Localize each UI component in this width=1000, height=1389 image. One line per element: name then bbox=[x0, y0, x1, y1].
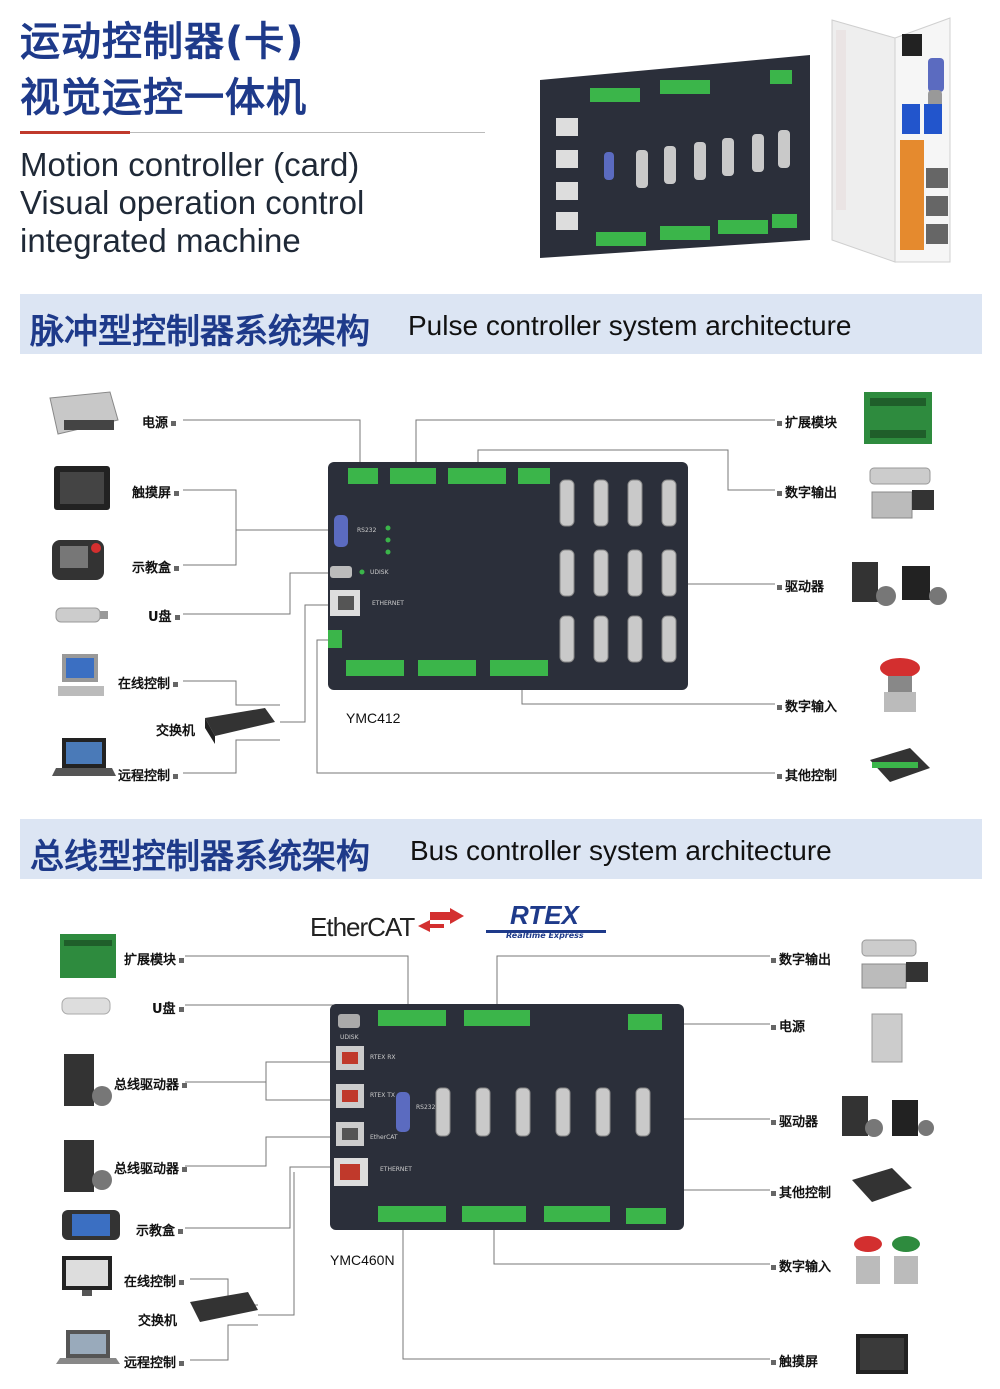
title-cn-line1: 运动控制器(卡) bbox=[20, 19, 305, 65]
pulse-label-teach-pendant: 示教盒 bbox=[132, 557, 182, 576]
bus-model-label: YMC460N bbox=[330, 1252, 395, 1268]
bus-power-icon bbox=[871, 1013, 903, 1063]
title-en-line2: Visual operation control bbox=[20, 184, 365, 221]
bus-label-power: 电源 bbox=[768, 1016, 805, 1035]
bus-touchscreen-icon bbox=[856, 1334, 908, 1374]
bus-other-control-icon bbox=[852, 1168, 912, 1202]
bus-ethercat-driver-icon bbox=[64, 1140, 112, 1192]
bus-digital-input-icon bbox=[854, 1236, 920, 1284]
header-product-images bbox=[540, 17, 951, 263]
title-en-line1: Motion controller (card) bbox=[20, 146, 360, 183]
bus-label-teach-pendant: 示教盒 bbox=[136, 1220, 186, 1239]
digital-output-icon bbox=[869, 467, 934, 519]
bus-label-usb: U盘 bbox=[152, 998, 187, 1017]
usb-drive-icon bbox=[55, 607, 108, 623]
pulse-model-label: YMC412 bbox=[346, 710, 401, 726]
pulse-label-expansion: 扩展模块 bbox=[774, 412, 837, 431]
power-supply-icon bbox=[49, 391, 119, 435]
bus-rtex-driver-icon bbox=[64, 1054, 112, 1106]
desktop-computer-icon bbox=[58, 654, 104, 696]
pulse-left-icons bbox=[49, 391, 275, 776]
bus-laptop-icon bbox=[56, 1330, 120, 1364]
rtex-logo-subtitle: Realtime Express bbox=[506, 931, 584, 940]
other-control-icon bbox=[870, 748, 930, 782]
pulse-title-en: Pulse controller system architecture bbox=[408, 310, 852, 341]
bus-label-digital-input: 数字输入 bbox=[768, 1256, 831, 1275]
bus-usb-drive-icon bbox=[61, 997, 111, 1015]
bus-right-icons bbox=[842, 939, 934, 1374]
bus-teach-pendant-icon bbox=[62, 1210, 120, 1240]
section-bus-header: 总线型控制器系统架构 Bus controller system archite… bbox=[20, 819, 982, 879]
bus-label-remote-control: 远程控制 bbox=[124, 1352, 187, 1371]
pulse-label-digital-input: 数字输入 bbox=[774, 696, 837, 715]
section-pulse-header: 脉冲型控制器系统架构 Pulse controller system archi… bbox=[20, 294, 982, 354]
bus-label-online-control: 在线控制 bbox=[124, 1271, 187, 1290]
bus-label-bus-driver-2: 总线驱动器 bbox=[114, 1158, 190, 1177]
pulse-label-usb: U盘 bbox=[148, 606, 183, 625]
ymc412-board bbox=[328, 462, 688, 690]
bus-port-rtex-rx: RTEX RX bbox=[370, 1054, 396, 1061]
title-cn-line2: 视觉运控一体机 bbox=[20, 75, 307, 121]
bus-switch-icon bbox=[190, 1292, 258, 1322]
pulse-port-udisk: UDISK bbox=[370, 569, 389, 576]
bus-connector-lines bbox=[185, 955, 770, 1361]
bus-title-cn: 总线型控制器系统架构 bbox=[30, 837, 370, 877]
switch-icon bbox=[205, 708, 275, 744]
pulse-label-power: 电源 bbox=[142, 412, 179, 431]
pulse-title-cn: 脉冲型控制器系统架构 bbox=[30, 312, 370, 352]
pulse-connector-lines bbox=[183, 419, 775, 774]
pulse-label-online-control: 在线控制 bbox=[118, 673, 181, 692]
laptop-icon bbox=[52, 738, 116, 776]
ymc460n-board bbox=[330, 1004, 684, 1230]
ethercat-logo: EtherCAT bbox=[310, 912, 415, 942]
digital-input-icon bbox=[880, 658, 920, 712]
bus-label-touchscreen: 触摸屏 bbox=[768, 1351, 818, 1370]
pulse-port-rs232: RS232 bbox=[357, 527, 377, 534]
red-rule bbox=[20, 131, 130, 134]
bus-digital-output-icon bbox=[861, 939, 928, 989]
bus-label-driver: 驱动器 bbox=[768, 1111, 818, 1130]
grey-rule bbox=[130, 132, 485, 133]
bus-port-rs232: RS232 bbox=[416, 1104, 436, 1111]
bus-label-digital-output: 数字输出 bbox=[768, 949, 831, 968]
bus-title-en: Bus controller system architecture bbox=[410, 835, 832, 866]
teach-pendant-icon bbox=[52, 540, 104, 580]
bus-label-bus-driver-1: 总线驱动器 bbox=[114, 1074, 190, 1093]
pulse-label-touchscreen: 触摸屏 bbox=[132, 482, 182, 501]
bus-label-expansion: 扩展模块 bbox=[124, 949, 187, 968]
bus-label-switch: 交换机 bbox=[138, 1314, 178, 1329]
pulse-label-remote-control: 远程控制 bbox=[118, 765, 181, 784]
rtex-logo: RTEX bbox=[510, 900, 579, 930]
pulse-right-icons bbox=[852, 392, 947, 782]
bus-driver-icon bbox=[842, 1096, 934, 1137]
servo-driver-icon bbox=[852, 562, 947, 606]
bus-expansion-module-icon bbox=[60, 934, 116, 978]
controller-board-image bbox=[540, 55, 810, 258]
pulse-label-digital-output: 数字输出 bbox=[774, 482, 837, 501]
pulse-label-switch: 交换机 bbox=[156, 724, 196, 739]
bus-port-ethercat: EtherCAT bbox=[370, 1134, 398, 1141]
pulse-label-other-control: 其他控制 bbox=[774, 765, 837, 784]
bus-monitor-icon bbox=[62, 1256, 112, 1296]
bus-label-other-control: 其他控制 bbox=[768, 1182, 831, 1201]
pulse-label-driver: 驱动器 bbox=[774, 576, 824, 595]
expansion-module-icon bbox=[864, 392, 932, 444]
integrated-machine-image bbox=[831, 17, 951, 263]
touchscreen-icon bbox=[54, 466, 110, 510]
title-en-line3: integrated machine bbox=[20, 222, 301, 259]
pulse-port-ethernet: ETHERNET bbox=[372, 600, 404, 607]
bus-port-udisk: UDISK bbox=[340, 1034, 359, 1041]
bus-port-rtex-tx: RTEX TX bbox=[370, 1092, 395, 1099]
bus-port-ethernet: ETHERNET bbox=[380, 1166, 412, 1173]
